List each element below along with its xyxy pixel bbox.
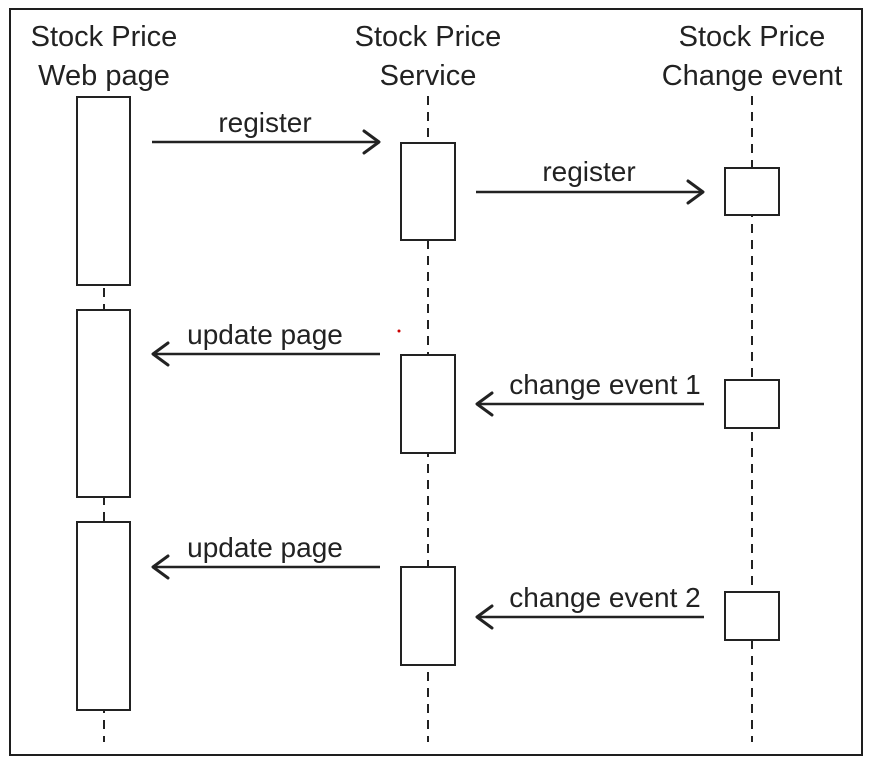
stray-dot bbox=[397, 329, 401, 333]
participant-change-event: Stock Price Change event bbox=[662, 21, 843, 92]
participant-web-page: Stock Price Web page bbox=[31, 21, 178, 92]
label-register-2: register bbox=[542, 156, 635, 187]
activation-change-event-1 bbox=[724, 167, 780, 216]
label-change-event-2: change event 2 bbox=[509, 582, 701, 613]
message-change-event-2: change event 2 bbox=[475, 582, 704, 630]
label-register-1: register bbox=[218, 107, 311, 138]
participant-web-page-line1: Stock Price bbox=[31, 21, 178, 53]
activation-change-event-3 bbox=[724, 591, 780, 641]
activation-service-2 bbox=[400, 354, 456, 454]
message-register-2: register bbox=[476, 156, 705, 205]
arrow-change-event-1-head bbox=[475, 391, 494, 417]
arrow-register-1-head bbox=[362, 129, 381, 155]
label-update-page-1: update page bbox=[187, 319, 343, 350]
arrow-register-2-head bbox=[686, 179, 705, 205]
message-register-1: register bbox=[152, 107, 381, 155]
activation-web-page-1 bbox=[76, 96, 131, 286]
arrow-update-page-2-head bbox=[151, 554, 170, 580]
participant-change-event-line2: Change event bbox=[662, 60, 843, 92]
activation-change-event-2 bbox=[724, 379, 780, 429]
label-update-page-2: update page bbox=[187, 532, 343, 563]
participant-service-line1: Stock Price bbox=[355, 21, 502, 53]
participant-web-page-line2: Web page bbox=[38, 60, 170, 92]
activation-service-1 bbox=[400, 142, 456, 241]
diagram-frame bbox=[9, 8, 863, 756]
label-change-event-1: change event 1 bbox=[509, 369, 701, 400]
activation-web-page-3 bbox=[76, 521, 131, 711]
participant-service: Stock Price Service bbox=[355, 21, 502, 92]
participant-service-line2: Service bbox=[380, 60, 477, 92]
activation-service-3 bbox=[400, 566, 456, 666]
arrow-change-event-2-head bbox=[475, 604, 494, 630]
arrow-update-page-1-head bbox=[151, 341, 170, 367]
message-update-page-2: update page bbox=[151, 532, 380, 580]
participant-change-event-line1: Stock Price bbox=[679, 21, 826, 53]
message-update-page-1: update page bbox=[151, 319, 380, 367]
activation-web-page-2 bbox=[76, 309, 131, 498]
message-change-event-1: change event 1 bbox=[475, 369, 704, 417]
